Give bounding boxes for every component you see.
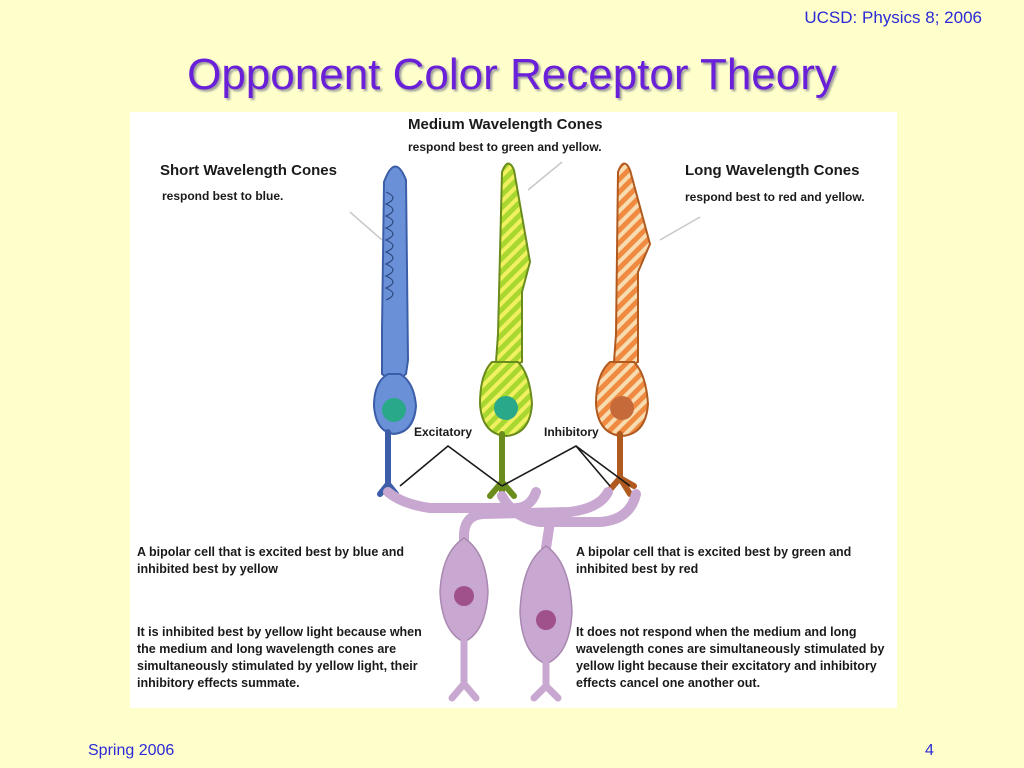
short-label-leader xyxy=(349,211,383,241)
long-label-leader xyxy=(659,216,701,241)
synapse-connector-lines xyxy=(399,444,631,487)
long-cone-title: Long Wavelength Cones xyxy=(685,162,860,179)
left-explanation: It is inhibited best by yellow light bec… xyxy=(137,625,422,690)
cone-receptor-figure: Medium Wavelength Cones respond best to … xyxy=(130,112,897,708)
footer-term: Spring 2006 xyxy=(88,742,175,759)
long-wavelength-cone xyxy=(594,162,652,497)
medium-label-leader xyxy=(527,161,563,191)
cone-diagram-svg xyxy=(349,161,701,702)
medium-wavelength-cone xyxy=(478,162,534,501)
slide-number: 4 xyxy=(925,742,934,759)
short-wavelength-cone xyxy=(372,165,418,497)
medium-cone-title: Medium Wavelength Cones xyxy=(408,116,603,133)
short-cone-title: Short Wavelength Cones xyxy=(160,162,337,179)
long-cone-subtitle: respond best to red and yellow. xyxy=(685,190,865,204)
left-bipolar-cell xyxy=(383,487,613,702)
left-bipolar-caption: A bipolar cell that is excited best by b… xyxy=(137,545,404,576)
right-explanation: It does not respond when the medium and … xyxy=(576,625,885,690)
medium-cone-subtitle: respond best to green and yellow. xyxy=(408,140,602,154)
excitatory-label: Excitatory xyxy=(414,425,473,439)
right-bipolar-cell xyxy=(497,489,641,702)
course-header: UCSD: Physics 8; 2006 xyxy=(804,8,982,27)
short-cone-subtitle: respond best to blue. xyxy=(162,189,284,203)
slide-title: Opponent Color Receptor Theory xyxy=(187,50,837,99)
inhibitory-label: Inhibitory xyxy=(544,425,599,439)
right-bipolar-caption: A bipolar cell that is excited best by g… xyxy=(576,545,852,576)
